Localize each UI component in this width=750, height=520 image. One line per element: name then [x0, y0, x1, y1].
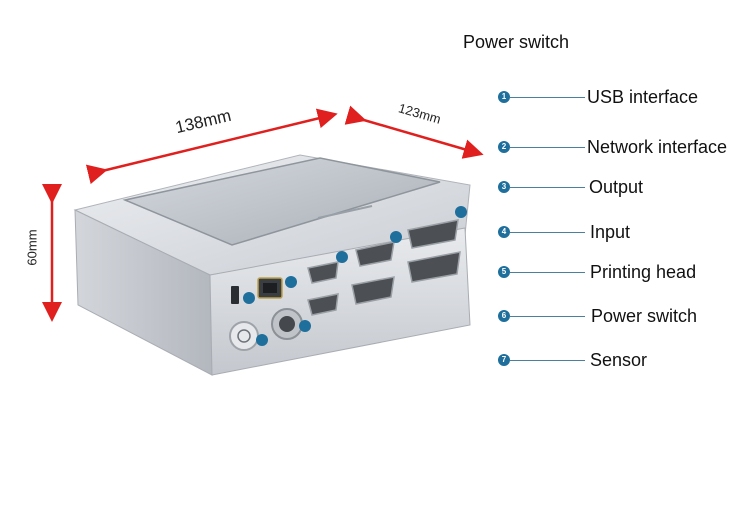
printhead-connector-top: [407, 219, 459, 249]
leader-line: [510, 272, 585, 273]
legend-label: Input: [590, 222, 631, 242]
callout-marker-4: [390, 231, 402, 243]
legend-marker: 4: [498, 226, 510, 238]
leader-line: [510, 232, 585, 233]
height-label: 60mm: [24, 229, 40, 266]
leader-line: [510, 316, 585, 317]
legend-marker: 3: [498, 181, 510, 193]
power-button: [229, 321, 259, 351]
input-connector-top: [355, 241, 395, 267]
leader-line: [510, 147, 585, 148]
legend-item-printing-head: 5 Printing head: [498, 262, 748, 286]
usb-port: [231, 286, 239, 304]
case-front: [209, 227, 471, 376]
legend-item-network: 2 Network interface: [498, 137, 748, 161]
width-arrow: [85, 108, 338, 185]
legend-label: Power switch: [591, 306, 698, 326]
callout-marker-1: [243, 292, 255, 304]
legend-item-power-switch: 6 Power switch: [498, 306, 748, 330]
leader-line: [510, 97, 585, 98]
callout-marker-7: [299, 320, 311, 332]
input-connector-bottom: [351, 276, 395, 305]
legend-item-input: 4 Input: [498, 222, 748, 246]
legend-label: Output: [589, 177, 644, 197]
screen-slot: [317, 205, 373, 219]
legend-marker: 2: [498, 141, 510, 153]
output-connector-bottom: [307, 293, 339, 316]
legend-label: Printing head: [590, 262, 697, 282]
output-connector-top: [307, 261, 339, 284]
legend-label: Network interface: [587, 137, 728, 157]
legend-marker: 7: [498, 354, 510, 366]
leader-line: [510, 360, 585, 361]
title: Power switch: [463, 32, 570, 52]
leader-line: [510, 187, 585, 188]
legend-marker: 1: [498, 91, 510, 103]
legend-item-output: 3 Output: [498, 177, 748, 201]
legend-item-usb: 1 USB interface: [498, 87, 748, 111]
legend-label: USB interface: [587, 87, 699, 107]
legend-marker: 6: [498, 310, 510, 322]
printhead-connector-bottom: [407, 251, 461, 283]
callout-marker-6: [256, 334, 268, 346]
callout-marker-2: [285, 276, 297, 288]
legend-item-sensor: 7 Sensor: [498, 350, 748, 374]
depth-arrow: [344, 105, 484, 159]
legend-label: Sensor: [590, 350, 648, 370]
legend-marker: 5: [498, 266, 510, 278]
callout-marker-3: [336, 251, 348, 263]
callout-marker-5: [455, 206, 467, 218]
